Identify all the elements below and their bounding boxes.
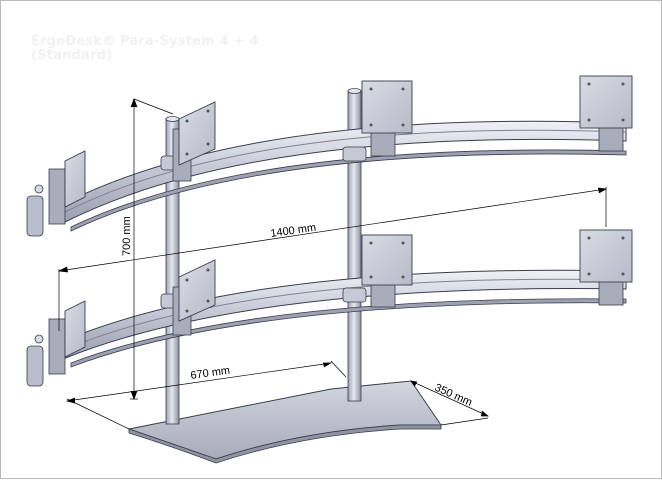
vesa-plate (361, 80, 413, 157)
base-plate (127, 380, 442, 464)
vesa-plate (172, 101, 216, 182)
dimension-base-depth-label: 350 mm (433, 382, 474, 409)
dimension-base-width-label: 670 mm (190, 365, 231, 382)
lower-rail (62, 269, 627, 368)
vesa-plate (48, 150, 86, 225)
vesa-plate (172, 259, 216, 336)
vesa-plate (579, 229, 633, 306)
dimension-width (57, 187, 608, 331)
left-end-adjusters (26, 184, 44, 387)
dimension-width-label: 1400 mm (270, 222, 317, 240)
vesa-plate (579, 75, 633, 152)
dimension-height (130, 98, 174, 400)
vesa-plate (48, 300, 86, 375)
vesa-plates-upper (48, 75, 633, 225)
vesa-plates-lower (48, 229, 633, 375)
product-title-line2: (Standard) (31, 48, 113, 63)
dimension-base-depth (410, 380, 489, 426)
right-pole (347, 88, 362, 402)
product-title: ErgoDesk® Para-System 4 + 4 (Standard) (31, 35, 259, 63)
dimension-base-width (65, 360, 347, 430)
dimension-height-label: 700 mm (121, 216, 133, 256)
vesa-plate (361, 234, 413, 308)
upper-rail (62, 120, 627, 232)
product-title-line1: ErgoDesk® Para-System 4 + 4 (31, 34, 259, 49)
